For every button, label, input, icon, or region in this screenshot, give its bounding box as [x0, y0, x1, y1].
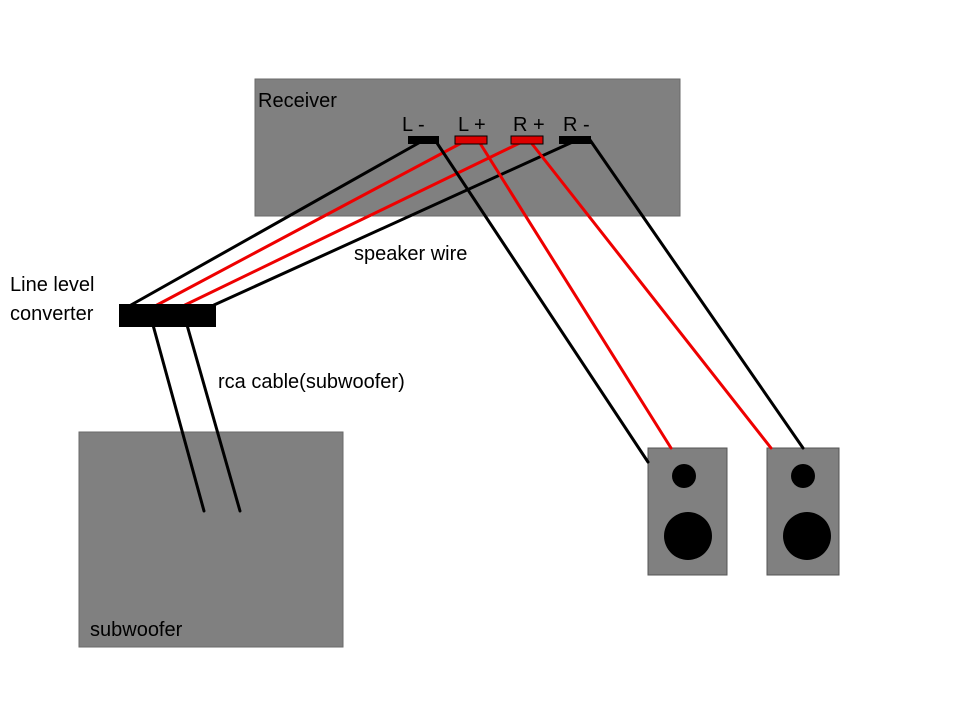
rca-cable-2	[185, 323, 242, 513]
terminal-label-l-plus: L +	[458, 114, 486, 136]
subwoofer-box	[78, 431, 344, 648]
receiver: Receiver L - L + R + R -	[254, 78, 681, 217]
terminal-label-r-plus: R +	[513, 114, 545, 136]
converter-label-line2: converter	[10, 303, 94, 325]
wire-l-plus-to-converter	[155, 138, 469, 307]
subwoofer-label: subwoofer	[90, 619, 183, 641]
terminal-l-plus	[454, 135, 488, 145]
wire-r-plus-to-converter	[183, 138, 528, 307]
speaker-left-woofer-icon	[664, 512, 712, 560]
terminal-label-l-minus: L -	[402, 114, 425, 136]
receiver-box	[254, 78, 681, 217]
wire-r-minus-to-right-speaker	[588, 138, 805, 450]
wires	[129, 138, 805, 513]
terminal-label-r-minus: R -	[563, 114, 590, 136]
converter-block	[119, 304, 216, 327]
wire-r-minus-to-converter	[212, 138, 579, 307]
speaker-right-woofer-icon	[783, 512, 831, 560]
speaker-left	[647, 447, 728, 576]
speaker-right-tweeter-icon	[791, 464, 815, 488]
terminal-r-minus	[559, 136, 591, 144]
rca-cable-label: rca cable(subwoofer)	[218, 371, 405, 393]
wire-l-minus-to-left-speaker	[433, 138, 650, 464]
subwoofer: subwoofer	[78, 431, 344, 648]
line-level-converter: Line level converter	[10, 274, 216, 327]
receiver-terminals	[408, 135, 591, 145]
converter-label-line1: Line level	[10, 274, 95, 296]
speaker-wire-label: speaker wire	[354, 243, 467, 265]
terminal-r-plus	[510, 135, 544, 145]
speaker-left-tweeter-icon	[672, 464, 696, 488]
wire-r-plus-to-right-speaker	[527, 138, 773, 450]
terminal-l-minus	[408, 136, 439, 144]
wire-l-minus-to-converter	[129, 138, 426, 307]
wire-l-plus-to-left-speaker	[476, 138, 673, 450]
rca-cable-1	[151, 323, 206, 513]
speaker-right	[766, 447, 840, 576]
receiver-label: Receiver	[258, 90, 337, 112]
